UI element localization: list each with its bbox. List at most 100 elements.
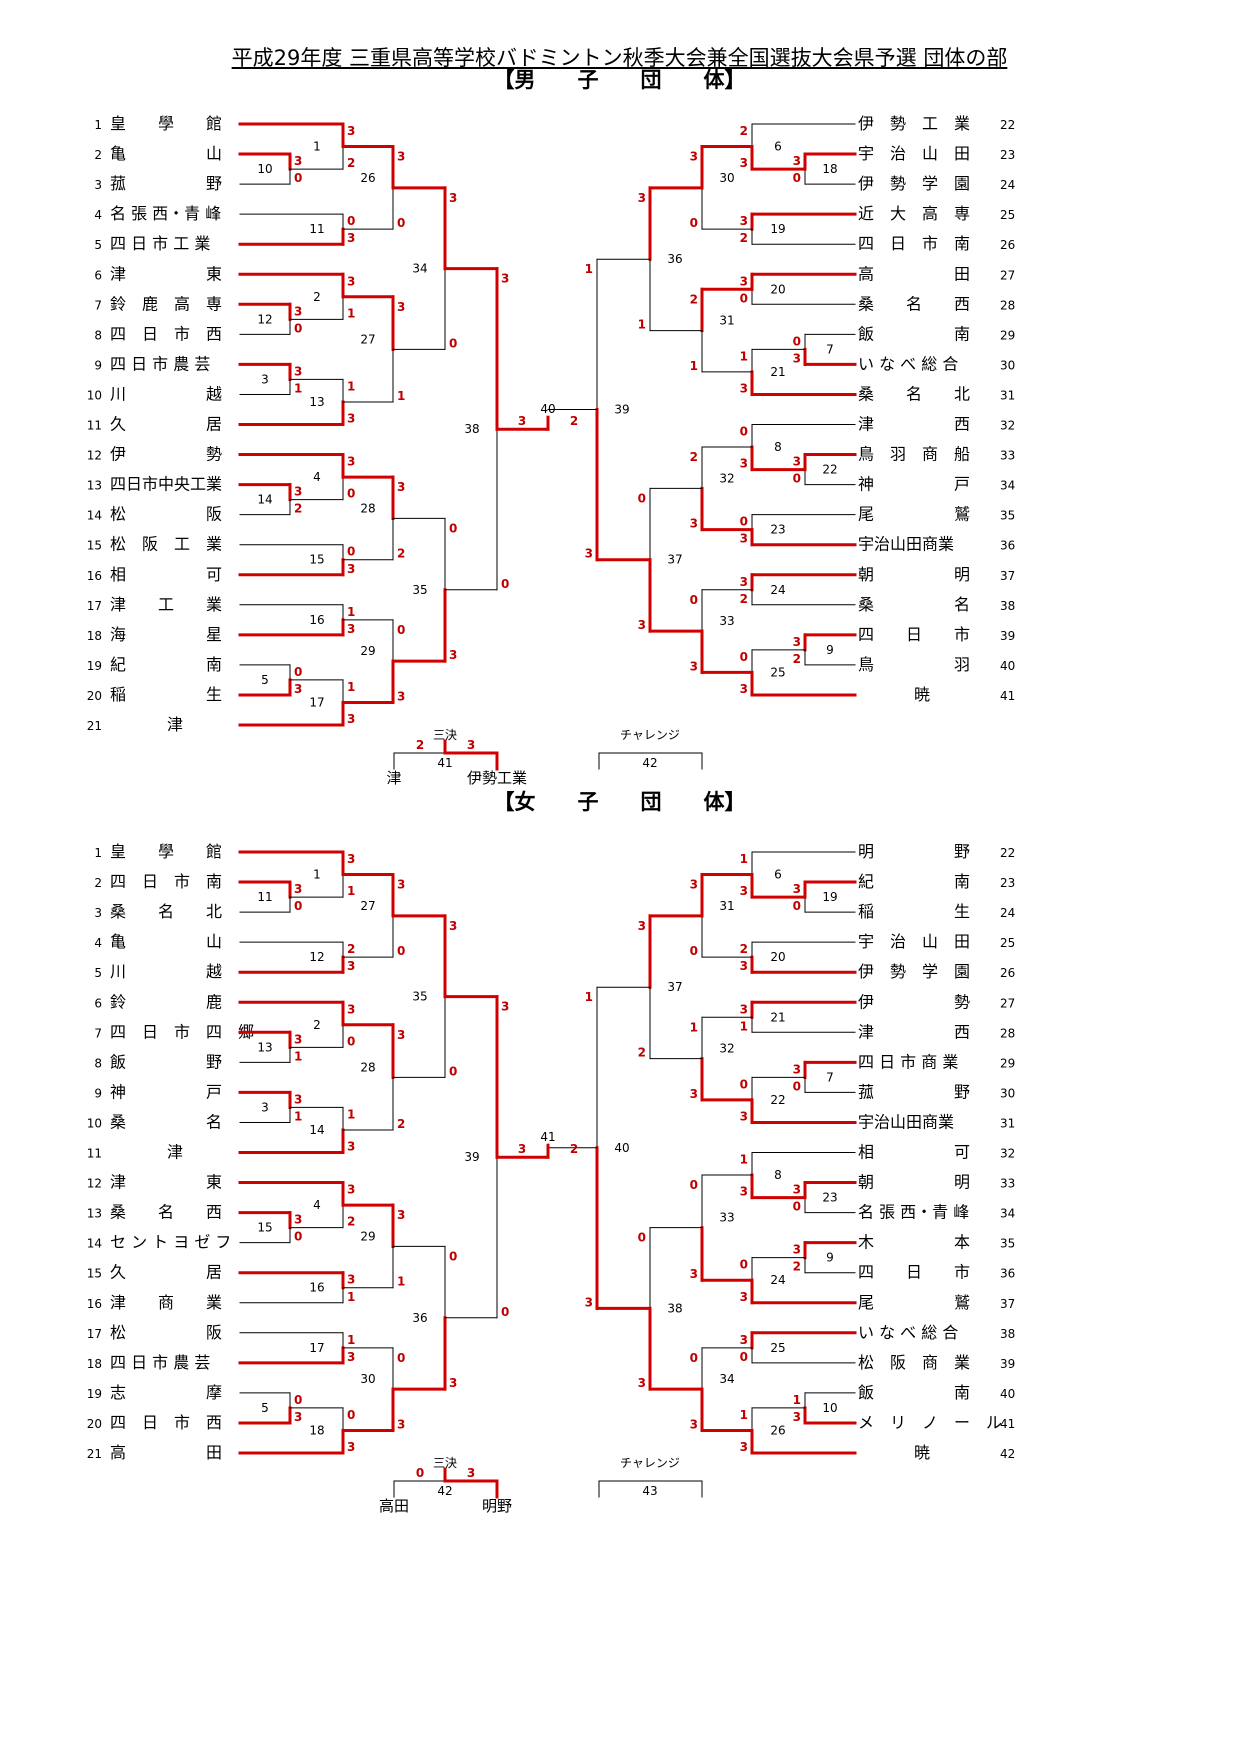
team-name: 桑 名 北 xyxy=(110,902,222,921)
match-number: 12 xyxy=(309,950,324,964)
team-name: 皇 學 館 xyxy=(110,114,222,133)
score: 3 xyxy=(347,1002,355,1016)
team-name: 四 日 市 南 xyxy=(110,872,222,891)
third-place-score: 3 xyxy=(467,738,475,752)
match-number: 37 xyxy=(667,553,682,567)
seed-number: 14 xyxy=(87,1237,102,1251)
score: 3 xyxy=(347,1350,355,1364)
team-name: 紀 南 xyxy=(110,655,222,674)
match-number: 2 xyxy=(313,1018,321,1032)
score: 0 xyxy=(294,1393,302,1407)
seed-number: 34 xyxy=(1000,1207,1015,1221)
match-number: 31 xyxy=(719,899,734,913)
match-number: 38 xyxy=(667,1301,682,1315)
score: 0 xyxy=(449,1249,457,1263)
score: 0 xyxy=(294,665,302,679)
seed-number: 7 xyxy=(94,1026,102,1040)
seed-number: 13 xyxy=(87,479,102,493)
seed-number: 9 xyxy=(94,1086,102,1100)
challenge-label: チャレンジ xyxy=(620,1456,680,1470)
match-number: 6 xyxy=(774,140,782,154)
team-name: 松 阪 xyxy=(110,1323,222,1342)
team-name: 津 工 業 xyxy=(110,595,222,614)
seed-number: 10 xyxy=(87,1116,102,1130)
match-number: 8 xyxy=(774,1168,782,1182)
score: 0 xyxy=(347,1034,355,1048)
seed-number: 41 xyxy=(1000,689,1015,703)
third-place-score: 0 xyxy=(416,1466,424,1480)
challenge-match-number: 42 xyxy=(642,756,657,770)
match-number: 35 xyxy=(412,583,427,597)
score: 3 xyxy=(347,562,355,576)
team-name: 伊 勢 xyxy=(110,445,222,464)
score: 2 xyxy=(740,592,748,606)
team-name: 伊 勢 学 園 xyxy=(858,174,970,193)
seed-number: 29 xyxy=(1000,328,1015,342)
seed-number: 9 xyxy=(94,358,102,372)
team-name: 四 日 市 工 業 xyxy=(110,234,210,253)
match-number: 3 xyxy=(261,1100,269,1114)
score: 0 xyxy=(397,1351,405,1365)
match-number: 7 xyxy=(826,1070,834,1084)
seed-number: 18 xyxy=(87,1357,102,1371)
match-number: 25 xyxy=(770,665,785,679)
match-number: 18 xyxy=(309,1423,324,1437)
seed-number: 3 xyxy=(94,906,102,920)
team-name: 紀 南 xyxy=(858,872,970,891)
team-name: 朝 明 xyxy=(858,565,970,584)
score: 3 xyxy=(449,648,457,662)
third-place-score: 3 xyxy=(467,1466,475,1480)
score: 3 xyxy=(793,1062,801,1076)
seed-number: 1 xyxy=(94,846,102,860)
score: 0 xyxy=(740,515,748,529)
score: 1 xyxy=(347,1107,355,1121)
score: 0 xyxy=(690,1178,698,1192)
score: 0 xyxy=(294,899,302,913)
score: 3 xyxy=(740,884,748,898)
seed-number: 40 xyxy=(1000,659,1015,673)
score: 3 xyxy=(740,214,748,228)
score: 1 xyxy=(740,852,748,866)
score: 3 xyxy=(638,1376,646,1390)
seed-number: 8 xyxy=(94,328,102,342)
score: 0 xyxy=(397,623,405,637)
match-number: 33 xyxy=(719,1211,734,1225)
score: 1 xyxy=(740,1019,748,1033)
score: 3 xyxy=(501,1000,509,1014)
match-number: 5 xyxy=(261,673,269,687)
team-name: 名 張 西・青 峰 xyxy=(110,204,221,223)
score: 3 xyxy=(585,1295,593,1309)
seed-number: 6 xyxy=(94,268,102,282)
score: 3 xyxy=(347,1183,355,1197)
final-score: 2 xyxy=(570,1142,578,1156)
score: 3 xyxy=(740,1333,748,1347)
match-number: 9 xyxy=(826,1251,834,1265)
team-name: 相 可 xyxy=(110,565,222,584)
score: 3 xyxy=(501,272,509,286)
team-name: 四 日 市 xyxy=(858,625,970,644)
seed-number: 39 xyxy=(1000,1357,1015,1371)
seed-number: 15 xyxy=(87,1267,102,1281)
match-number: 16 xyxy=(309,1281,324,1295)
third-place-team: 津 xyxy=(386,769,401,787)
match-number: 3 xyxy=(261,372,269,386)
match-number: 29 xyxy=(360,1229,375,1243)
score: 3 xyxy=(740,532,748,546)
boys-section-heading: 【男 子 団 体】 xyxy=(493,68,746,92)
score: 2 xyxy=(740,231,748,245)
seed-number: 11 xyxy=(87,419,102,433)
score: 1 xyxy=(740,1153,748,1167)
score: 1 xyxy=(638,318,646,332)
team-name: 津 東 xyxy=(110,1173,222,1192)
match-number: 28 xyxy=(360,501,375,515)
score: 3 xyxy=(793,635,801,649)
score: 3 xyxy=(690,150,698,164)
score: 0 xyxy=(793,899,801,913)
seed-number: 39 xyxy=(1000,629,1015,643)
seed-number: 35 xyxy=(1000,509,1015,523)
match-number: 27 xyxy=(360,332,375,346)
final-score: 3 xyxy=(518,1142,526,1156)
team-name: 桑 名 西 xyxy=(858,294,970,313)
seed-number: 22 xyxy=(1000,846,1015,860)
seed-number: 31 xyxy=(1000,388,1015,402)
